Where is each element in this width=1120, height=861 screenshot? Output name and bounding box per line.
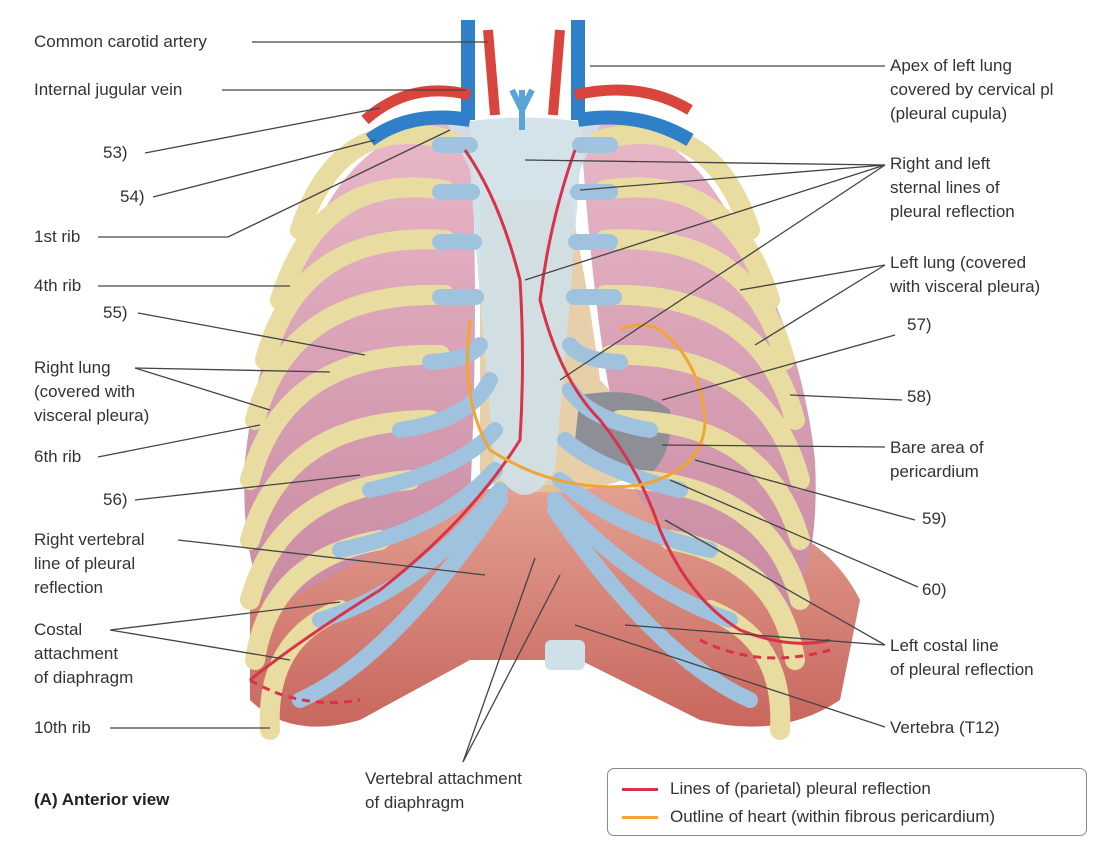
label-10th-rib: 10th rib [34, 718, 91, 737]
label-bare-area: Bare area of pericardium [890, 436, 984, 484]
sternal-line-3: pleural reflection [890, 202, 1015, 221]
heart-outline [466, 319, 707, 489]
view-caption: (A) Anterior view [34, 790, 170, 809]
label-vertebral-attachment: Vertebral attachment of diaphragm [365, 767, 522, 815]
right-lung-line-1: Right lung [34, 358, 111, 377]
sternum [448, 117, 600, 495]
right-vertebral-line-2: line of pleural [34, 554, 136, 573]
label-internal-jugular-vein: Internal jugular vein [34, 80, 183, 99]
legend-swatch-heart [622, 816, 658, 820]
great-vessels [361, 20, 694, 147]
apex-line-1: Apex of left lung [890, 56, 1012, 75]
label-4th-rib: 4th rib [34, 276, 82, 295]
label-55: 55) [103, 303, 128, 322]
legend-item-heart: Outline of heart (within fibrous pericar… [622, 805, 995, 829]
vertebral-attachment-line-2: of diaphragm [365, 793, 465, 812]
costal-attachment-line-2: attachment [34, 644, 119, 663]
pleural-reflection-lines [249, 149, 831, 704]
left-costal-line-1: Left costal line [890, 636, 999, 655]
label-vertebra-t12: Vertebra (T12) [890, 718, 1000, 737]
label-59: 59) [922, 509, 947, 528]
left-lung-line-2: with visceral pleura) [890, 277, 1041, 296]
costal-attachment-line-1: Costal [34, 620, 83, 639]
legend-text-heart: Outline of heart (within fibrous pericar… [670, 807, 996, 826]
label-53: 53) [103, 143, 128, 162]
right-vertebral-line-3: reflection [34, 578, 103, 597]
label-sternal-lines: Right and left sternal lines of pleural … [890, 152, 1015, 224]
right-vertebral-line-1: Right vertebral [34, 530, 145, 549]
label-costal-attachment: Costal attachment of diaphragm [34, 618, 133, 690]
legend-swatch-pleural [622, 788, 658, 792]
sternal-line-1: Right and left [890, 154, 991, 173]
right-lung-line-2: (covered with [34, 382, 136, 401]
costal-cartilages [292, 137, 758, 708]
legend-item-pleural: Lines of (parietal) pleural reflection [622, 777, 931, 801]
label-54: 54) [120, 187, 145, 206]
bare-area-line-2: pericardium [890, 462, 979, 481]
right-lung-line-3: visceral pleura) [34, 406, 150, 425]
label-right-vertebral-line: Right vertebral line of pleural reflecti… [34, 528, 145, 600]
label-6th-rib: 6th rib [34, 447, 82, 466]
label-60: 60) [922, 580, 947, 599]
label-1st-rib: 1st rib [34, 227, 81, 246]
bare-area-line-1: Bare area of [890, 438, 984, 457]
label-left-costal-line: Left costal line of pleural reflection [890, 634, 1034, 682]
label-apex-left-lung: Apex of left lung covered by cervical pl… [890, 54, 1053, 126]
apex-line-2: covered by cervical pl [890, 80, 1054, 99]
left-lung-line-1: Left lung (covered [890, 253, 1027, 272]
legend: Lines of (parietal) pleural reflection O… [607, 768, 1087, 836]
label-left-lung: Left lung (covered with visceral pleura) [890, 251, 1040, 299]
leader-lines [97, 41, 919, 763]
label-58: 58) [907, 387, 932, 406]
legend-text-pleural: Lines of (parietal) pleural reflection [670, 779, 931, 798]
vertebral-attachment-line-1: Vertebral attachment [365, 769, 522, 788]
costal-attachment-line-3: of diaphragm [34, 668, 134, 687]
label-common-carotid-artery: Common carotid artery [34, 32, 207, 51]
sternal-line-2: sternal lines of [890, 178, 1000, 197]
apex-line-3: (pleural cupula) [890, 104, 1008, 123]
label-57: 57) [907, 315, 932, 334]
left-costal-line-2: of pleural reflection [890, 660, 1034, 679]
label-right-lung: Right lung (covered with visceral pleura… [34, 356, 149, 428]
vertebra-t12 [545, 640, 585, 670]
label-56: 56) [103, 490, 128, 509]
